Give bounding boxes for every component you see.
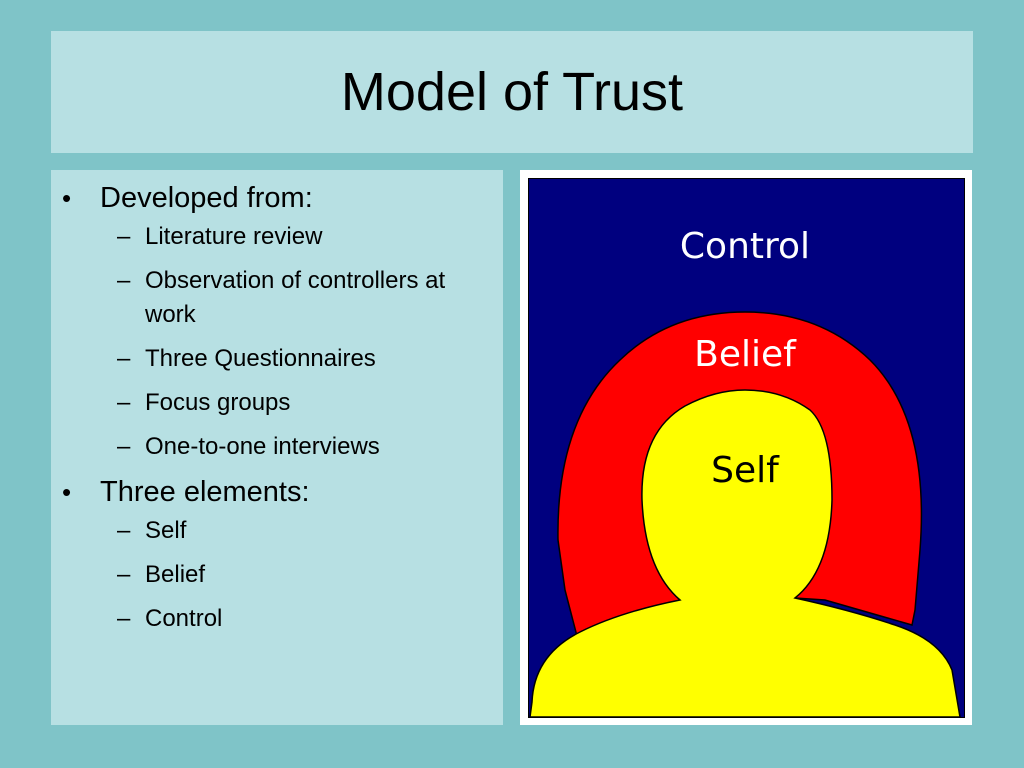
dash-marker: – [117,605,131,632]
sub-item: –Belief [100,558,475,592]
bullet-marker: • [62,477,72,507]
sub-item: –Self [100,514,475,548]
sub-item: –Observation of controllers at work [100,264,475,332]
dash-marker: – [117,345,131,372]
dash-marker: – [117,267,131,294]
bullet-text: Three elements: [100,476,310,508]
sub-item: –Control [100,602,475,636]
belief-label: Belief [694,334,797,375]
control-label: Control [680,226,810,267]
sub-item: –Literature review [100,220,475,254]
trust-model-diagram: Control Belief Self [528,178,965,718]
sub-item: –One-to-one interviews [100,430,475,464]
sub-item-text: One-to-one interviews [145,433,380,460]
dash-marker: – [117,517,131,544]
dash-marker: – [117,561,131,588]
sub-list: –Self –Belief –Control [100,514,503,636]
sub-item-text: Observation of controllers at work [145,267,446,328]
dash-marker: – [117,433,131,460]
sub-list: –Literature review –Observation of contr… [100,220,503,464]
self-label: Self [711,450,780,491]
dash-marker: – [117,389,131,416]
trust-model-figure: Control Belief Self [520,170,972,725]
self-region [529,389,961,717]
bullet-text: Developed from: [100,182,313,214]
bullet-marker: • [62,183,72,213]
bullet-list: • Developed from: –Literature review –Ob… [51,180,503,646]
sub-item-text: Self [145,517,187,544]
bullet-item: • Developed from: –Literature review –Ob… [51,180,503,464]
title-box: Model of Trust [51,31,973,153]
sub-item-text: Literature review [145,223,323,250]
sub-item-text: Control [145,605,223,632]
bullet-item: • Three elements: –Self –Belief –Control [51,474,503,636]
sub-item-text: Three Questionnaires [145,345,376,372]
sub-item-text: Focus groups [145,389,291,416]
dash-marker: – [117,223,131,250]
sub-item-text: Belief [145,561,206,588]
content-box: • Developed from: –Literature review –Ob… [51,170,503,725]
sub-item: –Three Questionnaires [100,342,475,376]
slide-title: Model of Trust [340,62,684,122]
sub-item: –Focus groups [100,386,475,420]
